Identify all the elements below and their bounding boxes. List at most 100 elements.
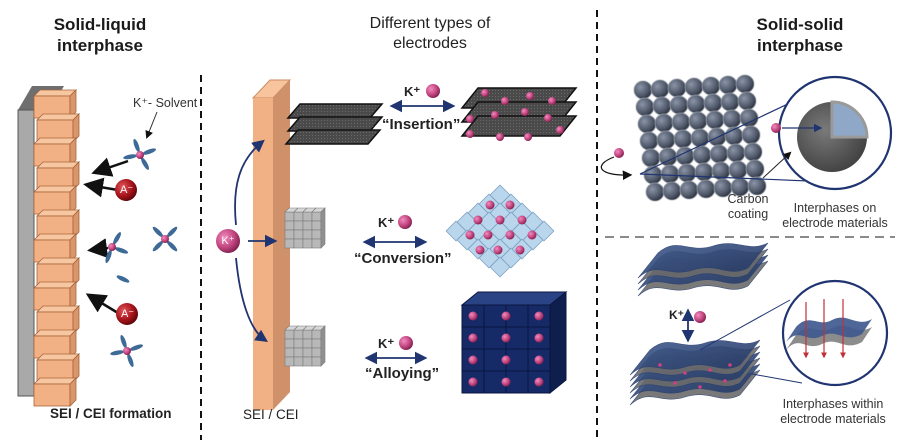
cube-block <box>293 356 304 367</box>
brick <box>69 137 77 167</box>
brick <box>36 305 80 313</box>
coating-line2: coating <box>727 207 769 221</box>
layered-sheets-intercalated <box>629 339 761 406</box>
coated-sphere <box>688 111 708 131</box>
cube-block <box>302 347 313 358</box>
coated-sphere <box>737 91 757 111</box>
solvent-complex <box>152 226 178 252</box>
solvent-label: K⁺- Solvent <box>133 96 198 110</box>
cube-block <box>293 338 304 349</box>
cube-block <box>302 211 313 222</box>
coated-sphere <box>673 129 693 149</box>
solvent-molecule <box>127 353 134 368</box>
coated-sphere <box>739 108 759 128</box>
coated-sphere <box>641 148 661 168</box>
k-ion <box>481 89 489 97</box>
k-ion <box>698 385 702 389</box>
k-ion <box>723 379 727 383</box>
k-ion <box>534 333 544 343</box>
solvent-label-pointer <box>145 111 158 139</box>
left-title-line2: interphase <box>57 36 143 55</box>
left-panel-title: Solid-liquid interphase <box>20 14 180 56</box>
coated-sphere <box>703 93 723 113</box>
cube-block <box>284 338 295 349</box>
alloying-label: “Alloying” <box>365 365 440 382</box>
middle-title-line2: electrodes <box>393 35 467 52</box>
cube-block <box>302 356 313 367</box>
cube-block <box>293 229 304 240</box>
wavy-sheet <box>637 242 769 279</box>
anion-label-2: A⁻ <box>121 308 135 320</box>
cube-block <box>284 329 295 340</box>
coated-sphere <box>722 109 742 129</box>
alloying-product <box>460 290 568 395</box>
zoomed-sheet-pair <box>786 299 872 359</box>
insertion-ion-label: K⁺ <box>404 84 421 99</box>
k-ion <box>683 371 687 375</box>
cube-block <box>311 329 322 340</box>
coated-sphere <box>726 143 746 163</box>
wavy-sheet <box>629 339 761 376</box>
middle-panel-title: Different types of electrodes <box>300 14 560 54</box>
brick <box>72 257 80 287</box>
cube-block <box>284 347 295 358</box>
solvent-molecule <box>166 240 178 252</box>
coated-sphere <box>639 131 659 151</box>
coated-sphere <box>741 125 761 145</box>
solvent-molecule <box>141 157 149 170</box>
graphite-electrode <box>284 103 384 145</box>
caption-on-line2: electrode materials <box>782 216 888 230</box>
solvent-molecule <box>114 247 129 254</box>
coated-sphere <box>720 92 740 112</box>
coated-sphere <box>743 142 763 162</box>
coated-sphere <box>656 130 676 150</box>
brick <box>33 137 77 145</box>
arrow-anion2-to-sei <box>85 293 119 315</box>
brick <box>69 329 77 359</box>
arrow-anion-to-sei <box>83 177 119 198</box>
arrow-solvent2-to-sei <box>87 238 109 259</box>
k-ion <box>465 230 475 240</box>
caption-within-line1: Interphases within <box>782 397 884 411</box>
k-ion <box>161 235 169 243</box>
k-ion <box>501 311 511 321</box>
conversion-product <box>445 184 555 278</box>
coating-pointer <box>762 151 792 179</box>
conversion-ion-label: K⁺ <box>378 215 395 230</box>
cube-block <box>311 347 322 358</box>
solvent-molecule <box>105 249 112 264</box>
particle-core-cutaway <box>830 100 869 139</box>
solvent-molecule <box>116 275 130 283</box>
k-ion <box>473 215 483 225</box>
conversion-label: “Conversion” <box>354 250 452 267</box>
k-ion <box>501 355 511 365</box>
cube-block <box>302 229 313 240</box>
coated-sphere <box>684 77 704 97</box>
brick <box>69 377 77 407</box>
cube-block <box>293 211 304 222</box>
solvent-complex <box>110 334 144 368</box>
k-ion <box>521 108 529 116</box>
zoom-line-sheets-top <box>699 299 791 351</box>
solvent-complex <box>105 232 129 264</box>
k-ion <box>475 245 485 255</box>
k-ion <box>468 311 478 321</box>
coated-sphere <box>654 113 674 133</box>
k-ion <box>524 133 532 141</box>
solvent-molecule <box>142 148 157 155</box>
solvent-molecule <box>110 350 125 356</box>
solvent-molecule <box>152 240 164 252</box>
k-ion-sheets <box>694 311 706 323</box>
k-ion <box>108 243 116 251</box>
brick <box>69 233 77 263</box>
k-ion <box>728 363 732 367</box>
k-ion <box>123 347 131 355</box>
cube-block <box>284 238 295 249</box>
cube-block <box>320 207 326 249</box>
coated-sphere <box>690 128 710 148</box>
middle-panel-footer: SEI / CEI <box>243 407 299 422</box>
brick <box>72 209 80 239</box>
k-ion <box>501 333 511 343</box>
k-ion <box>496 133 504 141</box>
